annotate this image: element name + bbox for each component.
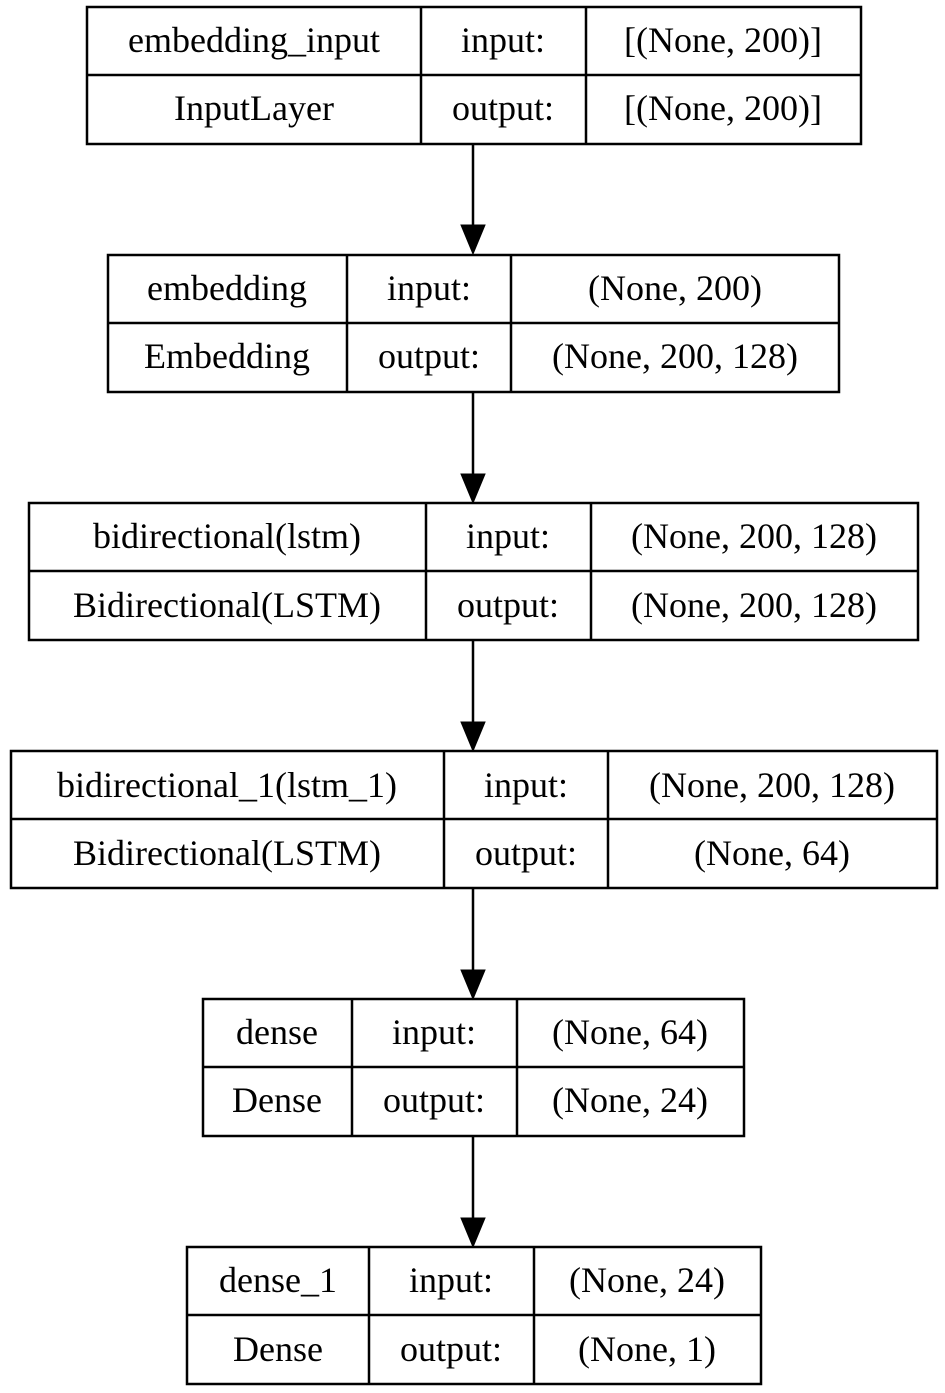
layer-node-embedding: embedding Embedding input: output: (None… — [106, 253, 841, 394]
output-label: output: — [457, 585, 559, 625]
layer-name: embedding — [147, 268, 307, 308]
layer-node-bidirectional_1: bidirectional_1(lstm_1) Bidirectional(LS… — [9, 749, 939, 890]
layer-node-embedding_input: embedding_input InputLayer input: output… — [85, 5, 863, 146]
layer-type: Dense — [233, 1329, 323, 1369]
output-shape: [(None, 200)] — [624, 88, 822, 128]
output-shape: (None, 200, 128) — [552, 336, 798, 376]
layer-name: bidirectional(lstm) — [93, 516, 361, 556]
layer-node-dense_1: dense_1 Dense input: output: (None, 24) … — [185, 1245, 763, 1386]
layer-node-dense: dense Dense input: output: (None, 64) (N… — [201, 997, 746, 1138]
input-label: input: — [484, 765, 568, 805]
edge-embedding_input-to-embedding — [460, 144, 486, 256]
layer-type: Dense — [232, 1080, 322, 1120]
input-shape: (None, 200, 128) — [631, 516, 877, 556]
output-label: output: — [452, 88, 554, 128]
edge-bidirectional_1-to-dense — [460, 888, 486, 1001]
output-label: output: — [378, 336, 480, 376]
input-shape: (None, 64) — [552, 1012, 708, 1052]
input-label: input: — [409, 1260, 493, 1300]
input-shape: (None, 200) — [588, 268, 762, 308]
edge-bidirectional-to-bidirectional_1 — [460, 640, 486, 753]
output-label: output: — [475, 833, 577, 873]
input-label: input: — [387, 268, 471, 308]
layer-name: dense — [236, 1012, 318, 1052]
input-shape: (None, 24) — [569, 1260, 725, 1300]
output-shape: (None, 1) — [578, 1329, 716, 1369]
layer-name: embedding_input — [128, 20, 380, 60]
layer-type: Bidirectional(LSTM) — [73, 833, 381, 873]
layer-node-bidirectional: bidirectional(lstm) Bidirectional(LSTM) … — [27, 501, 920, 642]
layer-type: Bidirectional(LSTM) — [73, 585, 381, 625]
output-shape: (None, 64) — [694, 833, 850, 873]
layer-name: bidirectional_1(lstm_1) — [57, 765, 397, 805]
edge-dense-to-dense_1 — [460, 1136, 486, 1249]
layer-type: InputLayer — [174, 88, 334, 128]
output-label: output: — [400, 1329, 502, 1369]
output-shape: (None, 24) — [552, 1080, 708, 1120]
layer-name: dense_1 — [219, 1260, 337, 1300]
edge-embedding-to-bidirectional — [460, 392, 486, 505]
input-shape: (None, 200, 128) — [649, 765, 895, 805]
output-shape: (None, 200, 128) — [631, 585, 877, 625]
input-label: input: — [466, 516, 550, 556]
input-label: input: — [392, 1012, 476, 1052]
input-label: input: — [461, 20, 545, 60]
input-shape: [(None, 200)] — [624, 20, 822, 60]
layer-type: Embedding — [144, 336, 310, 376]
output-label: output: — [383, 1080, 485, 1120]
